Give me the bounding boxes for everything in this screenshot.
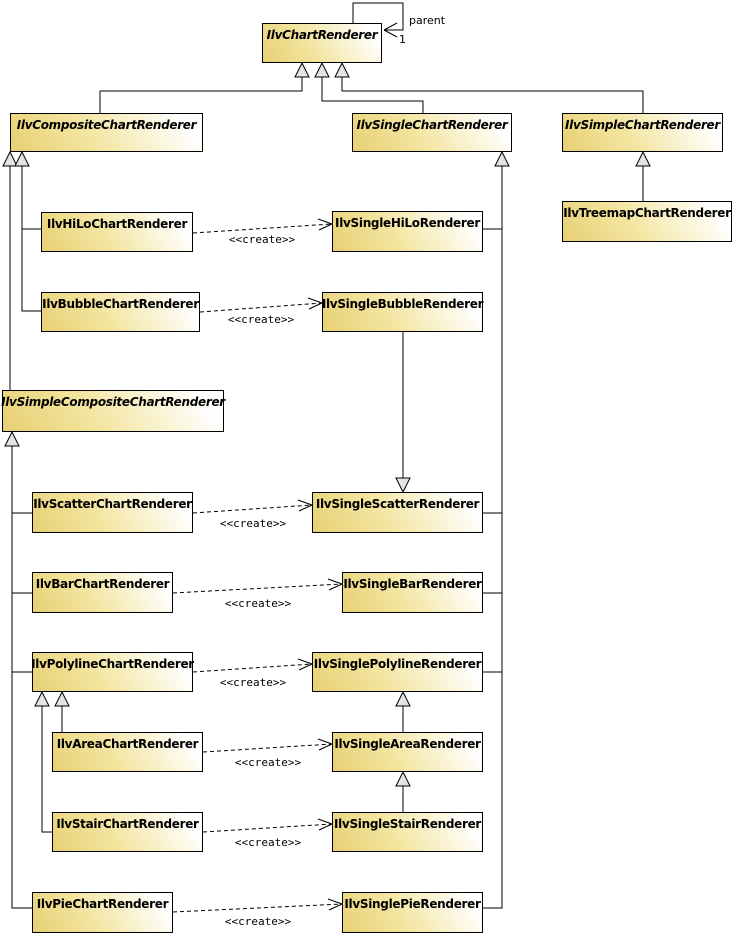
- class-name: IlvAreaChartRenderer: [56, 737, 199, 751]
- create-edge-hilo: [192, 223, 333, 234]
- class-name: IlvBarChartRenderer: [35, 577, 170, 591]
- create-edge-bar: [172, 583, 343, 594]
- open-arrowhead-icon: [327, 578, 343, 591]
- create-edge-bubble: [199, 302, 323, 313]
- create-stereotype-label: <<create>>: [224, 915, 292, 928]
- class-box-ilvsinglebarrenderer[interactable]: IlvSingleBarRenderer: [342, 572, 483, 613]
- class-name: IlvSinglePieRenderer: [344, 897, 481, 911]
- class-name: IlvPolylineChartRenderer: [31, 657, 194, 671]
- class-name: IlvStairChartRenderer: [56, 817, 199, 831]
- class-name: IlvSingleHiLoRenderer: [335, 216, 480, 230]
- class-box-ilvcompositechartrenderer[interactable]: IlvCompositeChartRenderer: [10, 113, 203, 152]
- inheritance-triangle-icon: [314, 61, 330, 78]
- class-name: IlvSimpleChartRenderer: [564, 118, 721, 132]
- create-edge-stair: [202, 823, 333, 833]
- class-name: IlvSingleAreaRenderer: [334, 737, 481, 751]
- inheritance-triangle-icon: [54, 690, 70, 707]
- create-edge-area: [202, 743, 333, 753]
- open-arrowhead-icon: [297, 658, 313, 671]
- class-box-ilvhilochartrenderer[interactable]: IlvHiLoChartRenderer: [41, 212, 193, 252]
- inheritance-triangle-icon: [494, 150, 510, 167]
- class-box-ilvstairchartrenderer[interactable]: IlvStairChartRenderer: [52, 812, 203, 852]
- edge-single-to-chart: [321, 77, 424, 113]
- inheritance-triangle-icon: [334, 61, 350, 78]
- edge-simple-to-chart: [341, 77, 644, 113]
- inheritance-triangle-icon: [14, 150, 30, 167]
- class-box-ilvpiechartrenderer[interactable]: IlvPieChartRenderer: [32, 892, 173, 933]
- class-box-ilvsinglehilorenderer[interactable]: IlvSingleHiLoRenderer: [332, 211, 483, 252]
- class-box-ilvsinglepolylinerenderer[interactable]: IlvSinglePolylineRenderer: [312, 652, 483, 692]
- inheritance-triangle-icon: [635, 150, 651, 167]
- edge-hilo-bubble-to-composite: [21, 166, 41, 312]
- edge-composite-to-chart: [99, 77, 303, 113]
- class-name: IlvSingleStairRenderer: [333, 817, 482, 831]
- class-name: IlvSingleBubbleRenderer: [321, 297, 484, 311]
- parent-role-label: parent: [409, 14, 446, 27]
- inheritance-triangle-down-icon: [395, 477, 411, 494]
- inheritance-triangle-icon: [294, 61, 310, 78]
- class-name: IlvSinglePolylineRenderer: [313, 657, 482, 671]
- inheritance-triangle-icon: [34, 690, 50, 707]
- inheritance-triangle-icon: [4, 430, 20, 447]
- class-box-ilvsinglescatterrenderer[interactable]: IlvSingleScatterRenderer: [312, 492, 483, 533]
- class-box-ilvbubblechartrenderer[interactable]: IlvBubbleChartRenderer: [41, 292, 200, 332]
- create-stereotype-label: <<create>>: [227, 313, 295, 326]
- create-stereotype-label: <<create>>: [228, 233, 296, 246]
- class-box-ilvsinglechartrenderer[interactable]: IlvSingleChartRenderer: [352, 113, 512, 152]
- open-arrowhead-icon: [327, 898, 343, 911]
- class-box-ilvsinglebubblerenderer[interactable]: IlvSingleBubbleRenderer: [321, 292, 484, 332]
- open-arrowhead-icon: [317, 218, 333, 231]
- inheritance-triangle-icon: [395, 770, 411, 787]
- class-name: IlvBubbleChartRenderer: [42, 297, 199, 311]
- class-box-ilvsimplechartrenderer[interactable]: IlvSimpleChartRenderer: [562, 113, 723, 152]
- open-arrowhead-icon: [317, 738, 333, 751]
- class-name: IlvSingleBarRenderer: [343, 577, 482, 591]
- class-name: IlvChartRenderer: [266, 28, 378, 42]
- class-box-ilvscatterchartrenderer[interactable]: IlvScatterChartRenderer: [32, 492, 193, 533]
- class-name: IlvScatterChartRenderer: [33, 497, 192, 511]
- create-edge-polyline: [192, 663, 313, 673]
- class-box-ilvsinglestairrenderer[interactable]: IlvSingleStairRenderer: [332, 812, 483, 852]
- create-edge-scatter: [192, 504, 313, 514]
- create-stereotype-label: <<create>>: [219, 676, 287, 689]
- class-name: IlvSingleChartRenderer: [356, 118, 508, 132]
- class-name: IlvTreemapChartRenderer: [563, 206, 731, 220]
- class-name: IlvHiLoChartRenderer: [46, 217, 188, 231]
- class-name: IlvPieChartRenderer: [36, 897, 169, 911]
- class-box-ilvbarchartrenderer[interactable]: IlvBarChartRenderer: [32, 572, 173, 613]
- multiplicity-label: 1: [399, 33, 406, 46]
- class-name: IlvSimpleCompositeChartRenderer: [1, 395, 225, 409]
- edge-left-spine-to-simplecomposite: [11, 446, 32, 909]
- edge-right-spine-to-single: [483, 166, 503, 909]
- create-stereotype-label: <<create>>: [219, 517, 287, 530]
- class-box-ilvpolylinechartrenderer[interactable]: IlvPolylineChartRenderer: [31, 652, 194, 692]
- open-arrowhead-icon: [317, 818, 333, 831]
- open-arrowhead-icon: [307, 297, 323, 310]
- class-name: IlvSingleScatterRenderer: [315, 497, 480, 511]
- class-box-ilvareachartrenderer[interactable]: IlvAreaChartRenderer: [52, 732, 203, 772]
- open-arrowhead-icon: [297, 499, 313, 512]
- inheritance-triangle-icon: [2, 150, 18, 167]
- create-stereotype-label: <<create>>: [234, 836, 302, 849]
- inheritance-triangle-icon: [395, 690, 411, 707]
- edge-stair-to-polyline: [41, 706, 52, 833]
- create-edge-pie: [172, 903, 343, 913]
- class-box-ilvtreemapchartrenderer[interactable]: IlvTreemapChartRenderer: [562, 201, 732, 242]
- edge-parent-self-association: [352, 2, 404, 31]
- class-box-ilvsinglearearenderer[interactable]: IlvSingleAreaRenderer: [332, 732, 483, 772]
- class-name: IlvCompositeChartRenderer: [16, 118, 197, 132]
- class-box-ilvsinglepierenderer[interactable]: IlvSinglePieRenderer: [342, 892, 483, 933]
- create-stereotype-label: <<create>>: [234, 756, 302, 769]
- open-arrowhead-parent-icon: [383, 22, 398, 38]
- create-stereotype-label: <<create>>: [224, 597, 292, 610]
- class-box-ilvsimplecompositechartrenderer[interactable]: IlvSimpleCompositeChartRenderer: [1, 390, 225, 432]
- class-box-ilvchartrenderer[interactable]: IlvChartRenderer: [262, 23, 382, 63]
